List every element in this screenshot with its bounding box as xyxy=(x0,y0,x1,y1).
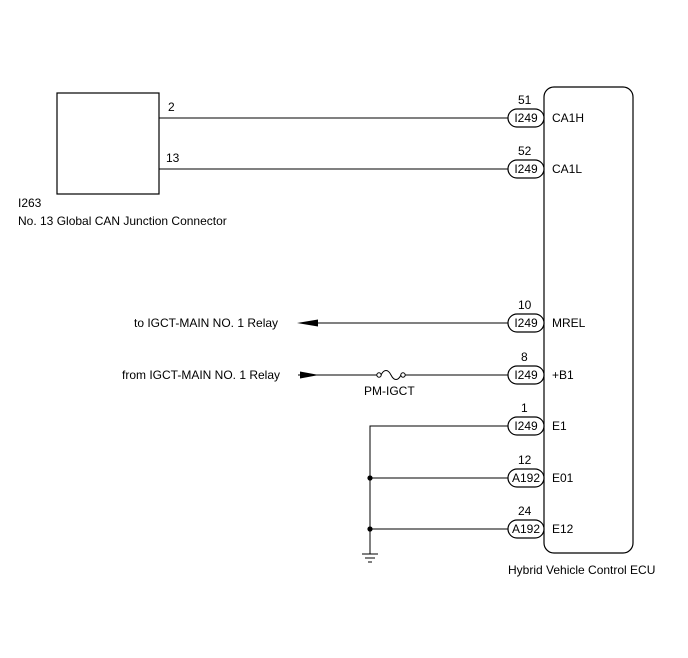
fuse-terminal-left xyxy=(376,372,382,378)
connection-ca1l: 52 I249 CA1L xyxy=(507,144,582,179)
junction-connector-box xyxy=(56,92,160,195)
pin-number: 10 xyxy=(518,298,532,312)
connector-code: I249 xyxy=(514,111,538,125)
connection-mrel: 10 I249 MREL xyxy=(507,298,586,333)
connector-pill xyxy=(507,108,545,128)
connector-code: I249 xyxy=(514,316,538,330)
connector-code: I249 xyxy=(514,419,538,433)
pin-number: 8 xyxy=(521,350,528,364)
connection-e12: 24 A192 E12 xyxy=(507,504,574,539)
signal-name: CA1H xyxy=(552,111,584,125)
signal-name: MREL xyxy=(552,316,586,330)
connection-e1: 1 I249 E1 xyxy=(507,401,567,436)
pin-number: 12 xyxy=(518,453,532,467)
connector-code: A192 xyxy=(512,471,540,485)
junction-pin-13: 13 xyxy=(166,151,180,165)
connector-pill xyxy=(507,468,545,488)
connector-code: I249 xyxy=(514,162,538,176)
connector-pill xyxy=(507,159,545,179)
pin-number: 1 xyxy=(521,401,528,415)
fuse-icon xyxy=(380,370,402,380)
ecu-name: Hybrid Vehicle Control ECU xyxy=(508,563,655,577)
connector-pill xyxy=(507,365,545,385)
pin-number: 52 xyxy=(518,144,532,158)
connector-pill xyxy=(507,313,545,333)
connection-e01: 12 A192 E01 xyxy=(507,453,574,488)
ground-icon xyxy=(362,553,378,563)
pin-number: 51 xyxy=(518,93,532,107)
pin-number: 24 xyxy=(518,504,532,518)
signal-name: E12 xyxy=(552,522,574,536)
signal-name: E01 xyxy=(552,471,574,485)
connection-b1: 8 I249 +B1 xyxy=(507,350,574,385)
signal-name: E1 xyxy=(552,419,567,433)
fuse-terminal-right xyxy=(400,372,406,378)
junction-connector-name: No. 13 Global CAN Junction Connector xyxy=(18,214,227,228)
connector-code: A192 xyxy=(512,522,540,536)
connector-pill xyxy=(507,416,545,436)
signal-name: +B1 xyxy=(552,368,574,382)
connection-ca1h: 51 I249 CA1H xyxy=(507,93,584,128)
splice-point-e12 xyxy=(367,526,373,532)
from-relay-arrow xyxy=(300,371,319,379)
junction-pin-2: 2 xyxy=(168,100,175,114)
from-relay-label: from IGCT-MAIN NO. 1 Relay xyxy=(122,368,280,382)
to-relay-arrow xyxy=(297,319,318,327)
e1-ground-wire xyxy=(369,425,508,554)
connector-code: I249 xyxy=(514,368,538,382)
connector-pill xyxy=(507,519,545,539)
junction-connector-code: I263 xyxy=(18,196,42,210)
splice-point-e01 xyxy=(367,475,373,481)
to-relay-label: to IGCT-MAIN NO. 1 Relay xyxy=(134,316,278,330)
fuse-label: PM-IGCT xyxy=(364,384,415,398)
signal-name: CA1L xyxy=(552,162,582,176)
